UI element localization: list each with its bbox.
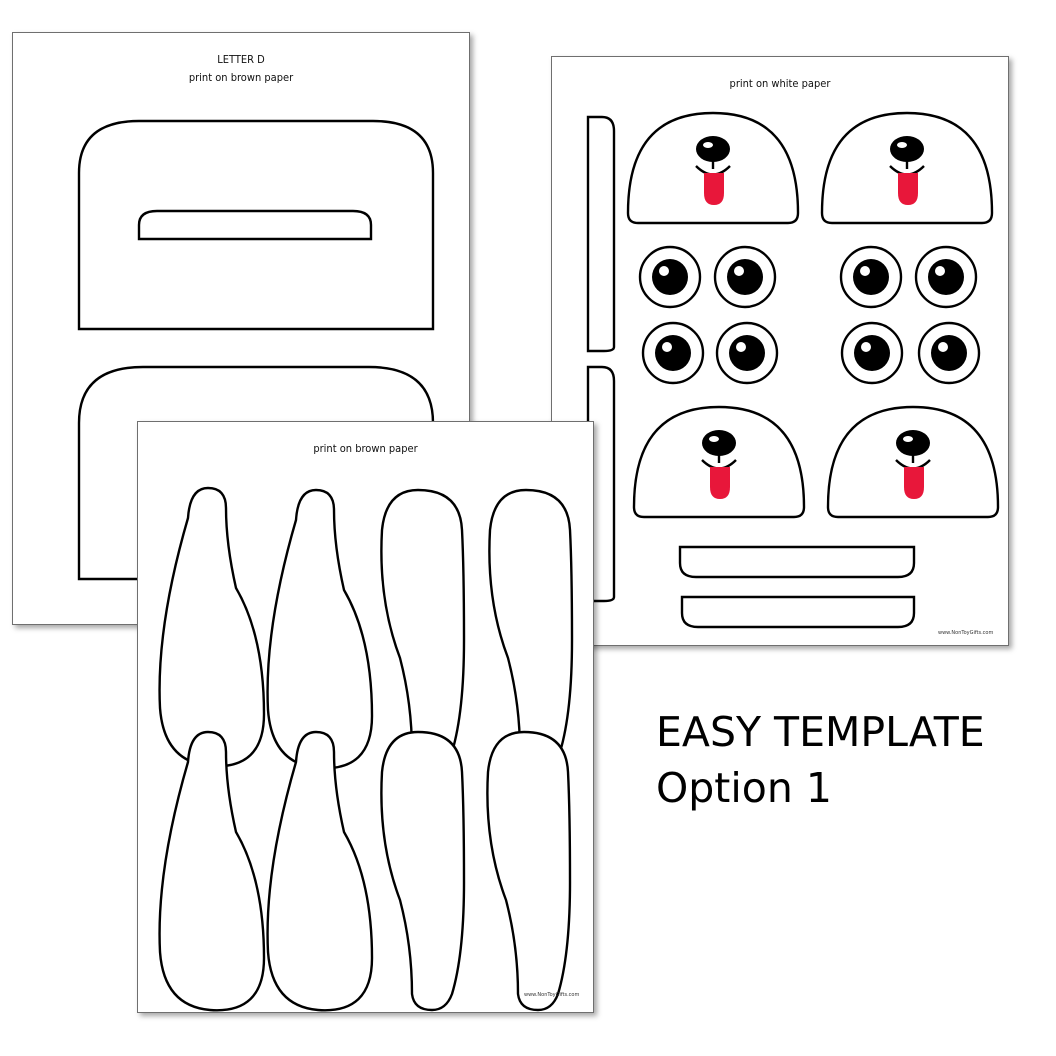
- footer-url: www.NonToyGifts.com: [524, 992, 580, 998]
- dog-ear-icon: [158, 730, 266, 1012]
- sheet-subtitle: print on white paper: [729, 77, 831, 90]
- face-shapes: [586, 111, 1000, 629]
- googly-eye-icon: [917, 321, 981, 385]
- caption-line-1: EASY TEMPLATE: [656, 708, 985, 756]
- ears-template-sheet: print on brown paper www.NonToyGifts.com: [137, 421, 594, 1013]
- dog-face-icon: [632, 405, 806, 519]
- side-strip-bottom: [586, 365, 616, 603]
- sheet-subtitle: print on brown paper: [188, 71, 294, 84]
- googly-eye-icon: [914, 245, 978, 309]
- dog-ear-icon: [380, 730, 466, 1012]
- googly-eye-icon: [713, 245, 777, 309]
- letter-d-slot: [137, 209, 373, 241]
- dog-ear-icon: [380, 488, 466, 770]
- dog-face-icon: [626, 111, 800, 225]
- googly-eye-icon: [641, 321, 705, 385]
- dog-ear-icon: [488, 488, 574, 770]
- caption-line-2: Option 1: [656, 764, 832, 812]
- dog-face-icon: [820, 111, 994, 225]
- sheet-title: LETTER D: [217, 53, 265, 66]
- dog-ear-icon: [158, 486, 266, 768]
- googly-eye-icon: [638, 245, 702, 309]
- dog-ear-icon: [266, 730, 374, 1012]
- dog-ear-icon: [266, 488, 374, 770]
- googly-eye-icon: [715, 321, 779, 385]
- dog-face-icon: [826, 405, 1000, 519]
- ear-shapes: [158, 486, 574, 1012]
- googly-eye-icon: [839, 245, 903, 309]
- side-strip-top: [586, 115, 616, 353]
- googly-eye-icon: [840, 321, 904, 385]
- bottom-strip-1: [678, 545, 916, 579]
- dog-ear-icon: [486, 730, 572, 1012]
- footer-url: www.NonToyGifts.com: [938, 630, 994, 636]
- template-caption: EASY TEMPLATE Option 1: [656, 704, 985, 816]
- bottom-strip-2: [680, 595, 916, 629]
- sheet-subtitle: print on brown paper: [313, 442, 418, 455]
- face-template-sheet: print on white paper: [551, 56, 1009, 646]
